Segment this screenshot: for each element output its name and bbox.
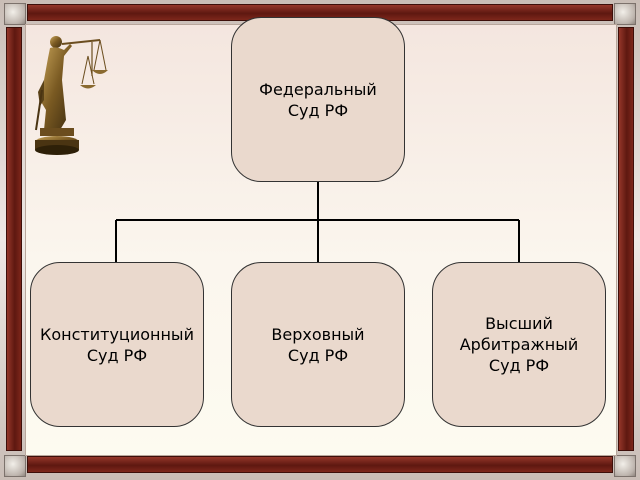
frame-corner xyxy=(4,3,26,25)
frame-rail-bottom xyxy=(27,456,613,473)
frame-corner xyxy=(614,3,636,25)
frame-corner xyxy=(4,455,26,477)
frame-rail-top xyxy=(27,4,613,21)
node-arbitration-court: Высший Арбитражный Суд РФ xyxy=(432,262,606,427)
frame-rail-right xyxy=(618,27,634,451)
themis-statue-icon xyxy=(35,36,108,155)
frame-rail-left xyxy=(6,27,22,451)
node-federal-court: Федеральный Суд РФ xyxy=(231,17,405,182)
node-constitutional-court: Конституционный Суд РФ xyxy=(30,262,204,427)
frame-corner xyxy=(614,455,636,477)
node-supreme-court: Верховный Суд РФ xyxy=(231,262,405,427)
